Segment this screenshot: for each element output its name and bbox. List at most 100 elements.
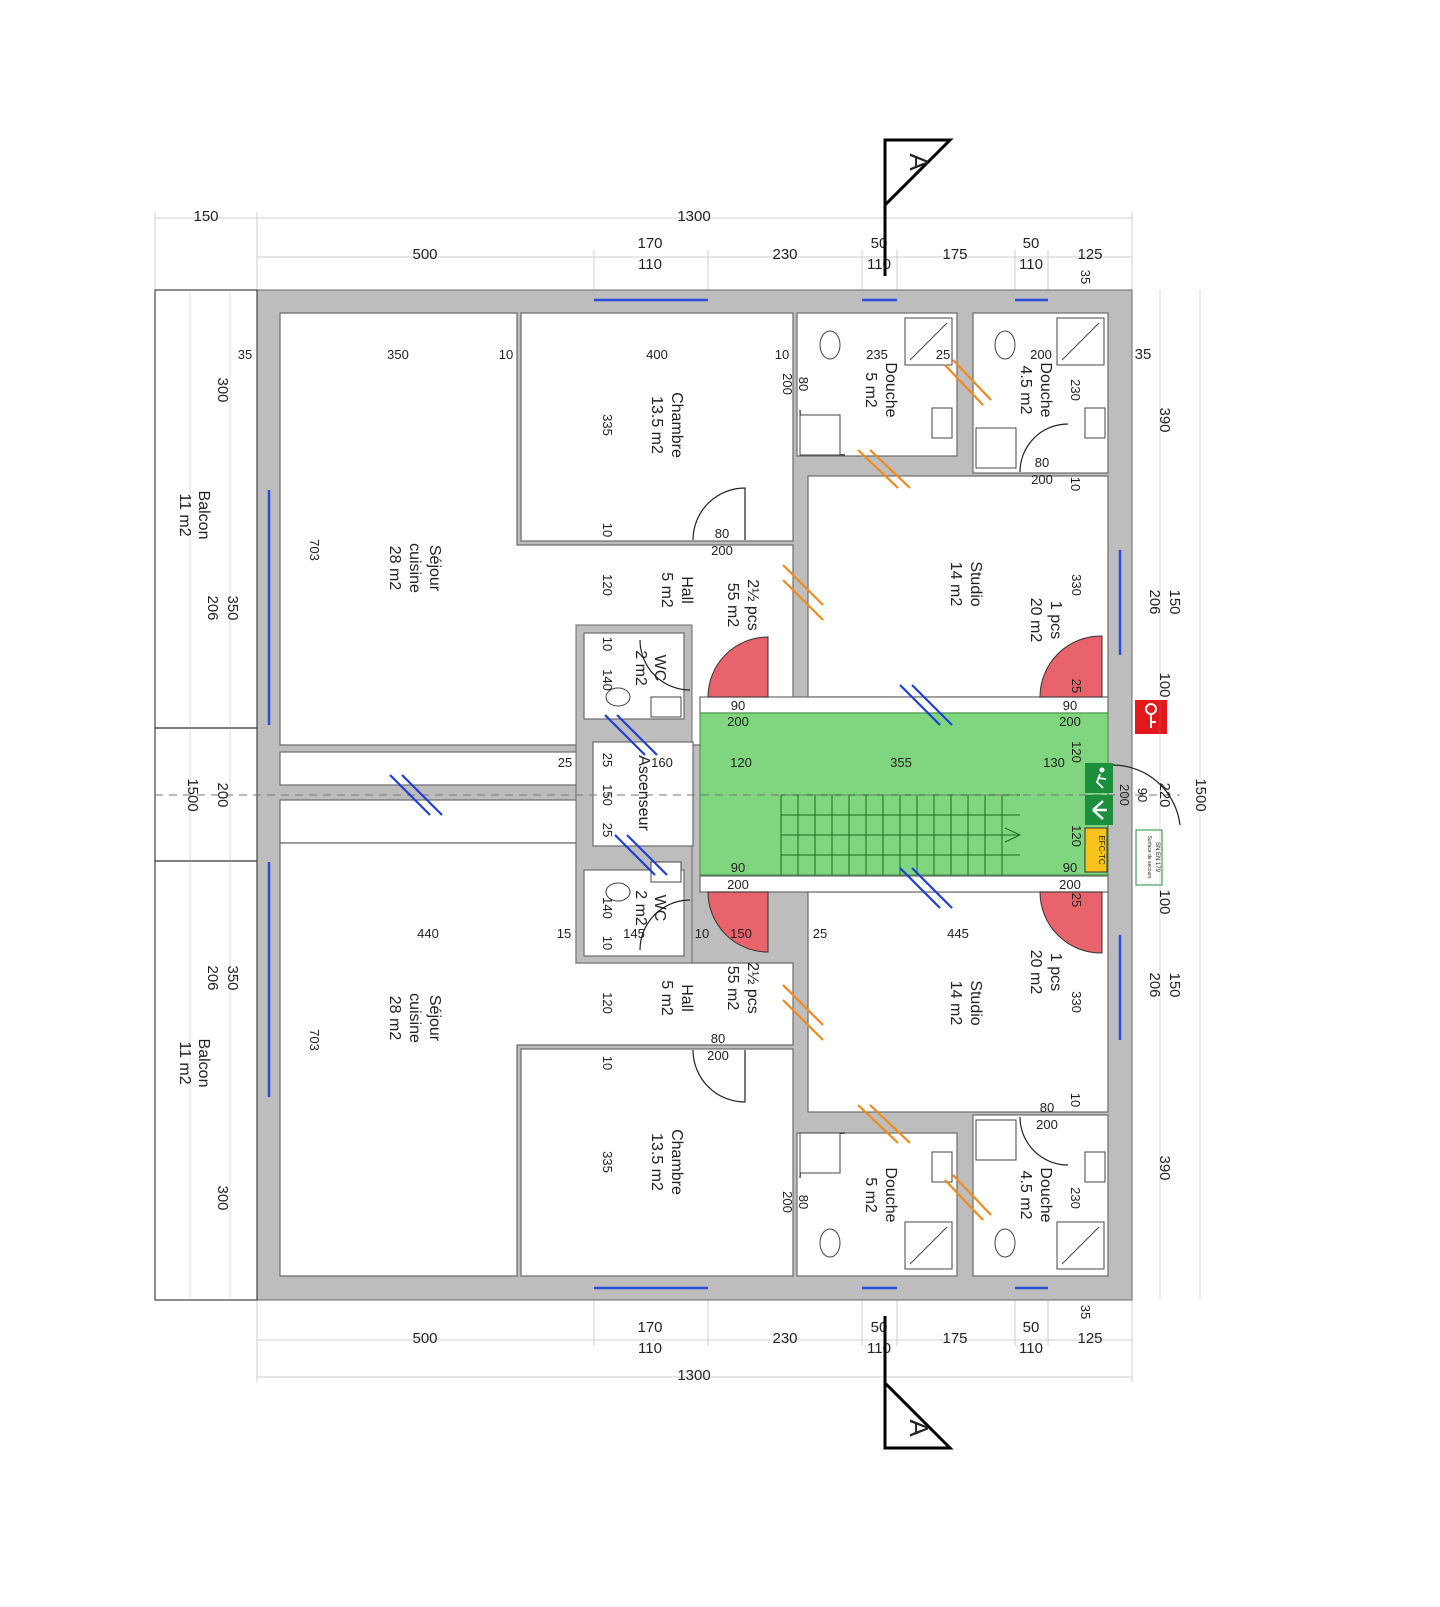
corridor-left-2 (279, 799, 578, 844)
dim-inner: 90 (1063, 860, 1077, 875)
dim-inner: 235 (866, 347, 888, 362)
dim-inner: 200 (1059, 877, 1081, 892)
dim-inner: 10 (600, 637, 615, 651)
dim-inner: 355 (890, 755, 912, 770)
dim-right: 100 (1156, 672, 1173, 697)
fire-doors (707, 635, 1103, 954)
unit-top-right-area: 20 m2 (1027, 598, 1044, 643)
dim-top-seg: 500 (412, 246, 437, 263)
fixtures (605, 317, 1106, 1270)
dim-inner: 80 (1040, 1100, 1054, 1115)
unit-top-right-pcs: 1 pcs (1047, 601, 1064, 639)
dim-left: 200 (214, 782, 231, 807)
dim-left: 350 (224, 965, 241, 990)
dim-inner: 80 (1035, 455, 1049, 470)
area-chambre-top: 13.5 m2 (648, 396, 665, 454)
area-studio-top: 14 m2 (947, 562, 964, 607)
dim-inner: 25 (813, 926, 827, 941)
dim-inner: 200 (1059, 714, 1081, 729)
dim-right: 1500 (1192, 778, 1209, 811)
dim-inner: 120 (600, 574, 615, 596)
section-marker-bottom: A (883, 1316, 954, 1450)
dim-inner: 200 (1117, 784, 1132, 806)
section-marker-label: A (904, 1419, 934, 1437)
unit-bottom-right-area: 20 m2 (1027, 950, 1044, 995)
label-studio-top: Studio (967, 561, 984, 606)
label-douche2-bottom: Douche (1037, 1167, 1054, 1222)
area-douche2-bottom: 4.5 m2 (1017, 1171, 1034, 1220)
area-douche2-top: 4.5 m2 (1017, 366, 1034, 415)
corridor-left (279, 751, 578, 786)
dim-inner: 330 (1069, 574, 1084, 596)
dim-inner: 130 (1043, 755, 1065, 770)
label-douche1-top: Douche (882, 362, 899, 417)
area-hall-bottom: 5 m2 (658, 980, 675, 1016)
label-ascenseur: Ascenseur (635, 755, 652, 831)
landing-bottom (699, 875, 1109, 893)
label-hall-top: Hall (678, 576, 695, 604)
norm-sign-code: SN EN 179 (1154, 842, 1160, 873)
windows (267, 298, 1122, 1290)
dim-inner: 440 (417, 926, 439, 941)
dim-inner: 120 (730, 755, 752, 770)
dim-inner: 200 (727, 714, 749, 729)
dim-inner: 80 (715, 526, 729, 541)
label-sejour-bottom-sub: cuisine (406, 993, 423, 1043)
dim-bottom-seg: 500 (412, 1330, 437, 1347)
dim-top-left: 150 (193, 208, 218, 225)
dim-inner: 445 (947, 926, 969, 941)
dim-inner: 200 (711, 543, 733, 558)
label-sejour-bottom: Séjour (426, 995, 443, 1042)
dim-inner: 10 (600, 523, 615, 537)
area-chambre-bottom: 13.5 m2 (648, 1133, 665, 1191)
dim-inner: 200 (780, 1191, 795, 1213)
dim-left: 206 (204, 595, 221, 620)
dim-inner: 335 (600, 1151, 615, 1173)
key-sign (1135, 700, 1167, 734)
dim-inner: 25 (1069, 893, 1084, 907)
dim-inner: 140 (600, 897, 615, 919)
area-balcon-top: 11 m2 (176, 493, 193, 536)
dim-inner: 200 (1030, 347, 1052, 362)
dim-inner: 25 (558, 755, 572, 770)
dim-left: 206 (204, 965, 221, 990)
room-chambre-top (520, 312, 794, 542)
top-dimensions: 150 1300 500 170 110 230 50 110 175 50 1… (154, 208, 1133, 290)
dim-inner: 400 (646, 347, 668, 362)
dim-inner: 80 (796, 1195, 811, 1209)
dim-right: 150 (1166, 972, 1183, 997)
dim-top-seg: 35 (1078, 270, 1093, 284)
dim-right: 35 (1135, 346, 1152, 363)
area-hall-top: 5 m2 (658, 572, 675, 608)
dim-inner: 25 (936, 347, 950, 362)
dim-right: 206 (1146, 589, 1163, 614)
dim-inner: 90 (1135, 788, 1150, 802)
dim-inner: 25 (600, 753, 615, 767)
area-douche1-bottom: 5 m2 (862, 1177, 879, 1213)
dim-inner: 25 (600, 823, 615, 837)
dim-inner: 120 (1069, 741, 1084, 763)
dim-right: 220 (1156, 782, 1173, 807)
partition-marks (389, 359, 992, 1221)
area-sejour-bottom: 28 m2 (386, 996, 403, 1041)
dim-bottom-seg: 50 (1023, 1319, 1040, 1336)
dim-inner: 80 (711, 1031, 725, 1046)
norm-sign: Surface de secours SN EN 179 (1135, 829, 1163, 886)
unit-bottom-left-pcs: 2½ pcs (744, 962, 761, 1014)
label-studio-bottom: Studio (967, 980, 984, 1025)
dim-bottom-seg: 125 (1077, 1330, 1102, 1347)
area-sejour-top: 28 m2 (386, 546, 403, 591)
area-wc-top: 2 m2 (632, 650, 649, 686)
stair-core (699, 712, 1109, 876)
dim-inner: 15 (557, 926, 571, 941)
dim-inner: 120 (1069, 825, 1084, 847)
dim-inner: 200 (1036, 1117, 1058, 1132)
dim-left: 350 (224, 595, 241, 620)
dim-inner: 335 (600, 414, 615, 436)
dim-right: 206 (1146, 972, 1163, 997)
room-chambre-bottom (520, 1048, 794, 1277)
dim-bottom-seg: 110 (867, 1340, 891, 1357)
dim-bottom-seg: 230 (772, 1330, 797, 1347)
dim-top-seg: 230 (772, 246, 797, 263)
